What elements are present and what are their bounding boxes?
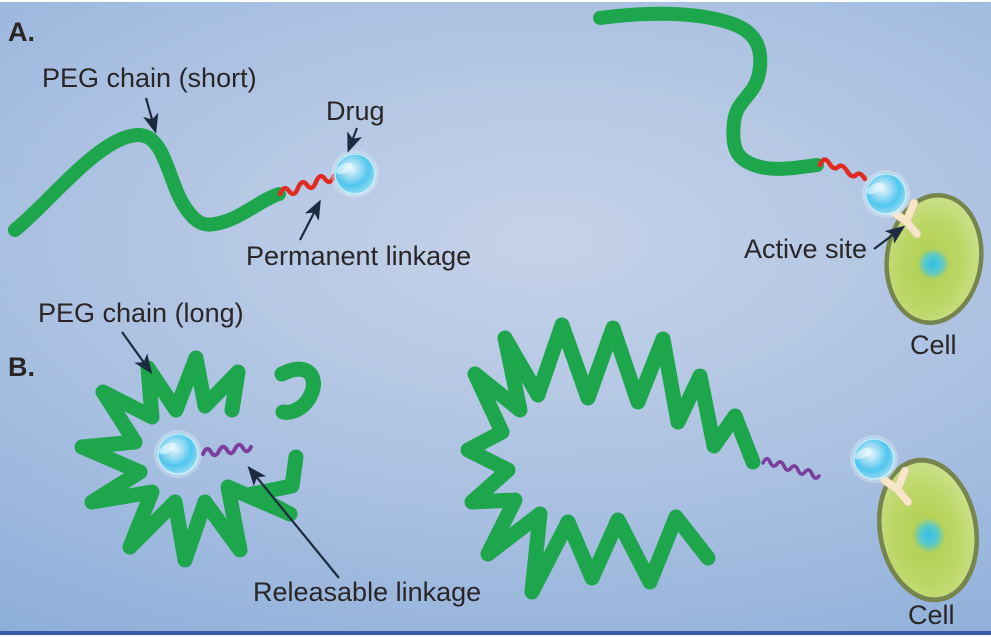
arrow-to-peg-short xyxy=(143,97,159,134)
arrow-to-releasable-linkage xyxy=(247,465,340,579)
cell-a-label: Cell xyxy=(910,330,957,360)
peg-chain-long-released xyxy=(460,317,761,600)
peg-chain-long-coiled xyxy=(74,350,304,568)
drug-sphere-a-right xyxy=(861,169,911,219)
active-site-label: Active site xyxy=(744,234,868,264)
peg-chain-short xyxy=(8,128,286,237)
peg-chain-long-label: PEG chain (long) xyxy=(38,298,244,328)
drug-sphere-a-left xyxy=(330,149,380,199)
releasable-linkage-b-right xyxy=(761,456,821,480)
figure-bottom-rule xyxy=(0,631,991,635)
arrow-to-drug xyxy=(347,127,363,153)
peg-chain-long-hook xyxy=(274,361,321,420)
drug-sphere-b-left xyxy=(153,429,203,479)
panel-a-letter: A. xyxy=(8,17,35,47)
permanent-linkage-label: Permanent linkage xyxy=(246,241,472,271)
arrow-to-peg-long xyxy=(121,331,153,375)
drug-sphere-b-released xyxy=(849,434,899,484)
cell-b-label: Cell xyxy=(908,600,955,630)
releasable-linkage-label: Releasable linkage xyxy=(253,577,482,607)
arrow-to-permanent-linkage xyxy=(299,199,321,241)
panel-b-letter: B. xyxy=(8,352,35,382)
permanent-linkage-a-left xyxy=(277,173,337,197)
peg-chain-short-label: PEG chain (short) xyxy=(42,63,257,93)
releasable-linkage-b-left xyxy=(201,442,253,458)
drug-label: Drug xyxy=(326,96,385,126)
peg-chain-short-bound xyxy=(593,6,824,176)
arrow-to-active-site xyxy=(873,225,906,250)
permanent-linkage-a-right xyxy=(817,157,868,182)
